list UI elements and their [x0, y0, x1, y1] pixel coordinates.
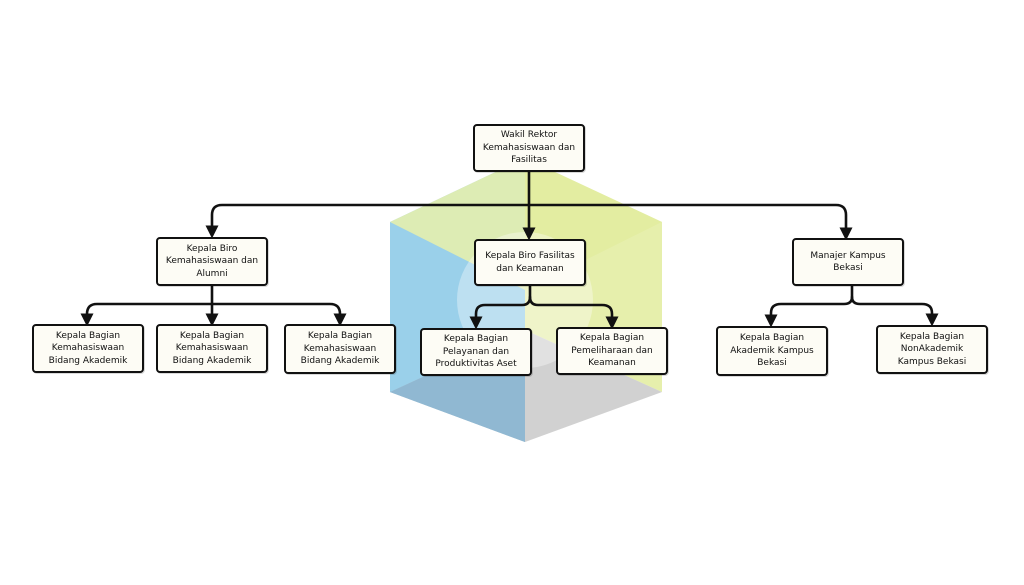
connector-to-bagian-3 [210, 302, 347, 327]
node-kepala-biro-fasilitas: Kepala Biro Fasilitas dan Keamanan [474, 239, 586, 286]
node-kepala-biro-kemahasiswaan: Kepala Biro Kemahasiswaan dan Alumni [156, 237, 268, 286]
connector-to-bagian-nonakademik-bekasi [850, 295, 939, 327]
node-kepala-bagian-3: Kepala Bagian Kemahasiswaan Bidang Akade… [284, 324, 396, 374]
connector-manajer-bekasi-trunk [764, 284, 854, 328]
node-kepala-bagian-pelayanan-label: Kepala Bagian Pelayanan dan Produktivita… [435, 334, 517, 370]
node-kepala-bagian-nonakademik-bekasi: Kepala Bagian NonAkademik Kampus Bekasi [876, 325, 988, 374]
node-kepala-bagian-pelayanan: Kepala Bagian Pelayanan dan Produktivita… [420, 328, 532, 376]
node-kepala-bagian-akademik-bekasi-label: Kepala Bagian Akademik Kampus Bekasi [730, 333, 814, 369]
node-kepala-bagian-1-label: Kepala Bagian Kemahasiswaan Bidang Akade… [48, 330, 128, 366]
connector-root-to-biro-kemahasiswaan [205, 203, 531, 239]
node-manajer-kampus-bekasi-label: Manajer Kampus Bekasi [810, 250, 886, 274]
connector-root-to-manajer-bekasi [527, 203, 853, 241]
node-kepala-bagian-pemeliharaan: Kepala Bagian Pemeliharaan dan Keamanan [556, 327, 668, 375]
connector-to-bagian-1 [80, 302, 214, 327]
node-kepala-bagian-1: Kepala Bagian Kemahasiswaan Bidang Akade… [32, 324, 144, 373]
node-wakil-rektor-label: Wakil Rektor Kemahasiswaan dan Fasilitas [482, 130, 576, 166]
connector-biro-fasilitas-trunk [469, 284, 532, 330]
node-kepala-bagian-akademik-bekasi: Kepala Bagian Akademik Kampus Bekasi [716, 326, 828, 376]
node-wakil-rektor: Wakil Rektor Kemahasiswaan dan Fasilitas [473, 124, 585, 172]
node-kepala-bagian-nonakademik-bekasi-label: Kepala Bagian NonAkademik Kampus Bekasi [897, 331, 967, 367]
node-kepala-biro-kemahasiswaan-label: Kepala Biro Kemahasiswaan dan Alumni [165, 243, 259, 279]
node-kepala-bagian-pemeliharaan-label: Kepala Bagian Pemeliharaan dan Keamanan [571, 333, 653, 369]
node-kepala-bagian-3-label: Kepala Bagian Kemahasiswaan Bidang Akade… [300, 331, 380, 367]
connector-to-bagian-pemeliharaan [528, 295, 619, 330]
node-kepala-bagian-2-label: Kepala Bagian Kemahasiswaan Bidang Akade… [172, 330, 252, 366]
node-kepala-bagian-2: Kepala Bagian Kemahasiswaan Bidang Akade… [156, 324, 268, 373]
node-kepala-biro-fasilitas-label: Kepala Biro Fasilitas dan Keamanan [485, 251, 575, 274]
node-manajer-kampus-bekasi: Manajer Kampus Bekasi [792, 238, 904, 286]
